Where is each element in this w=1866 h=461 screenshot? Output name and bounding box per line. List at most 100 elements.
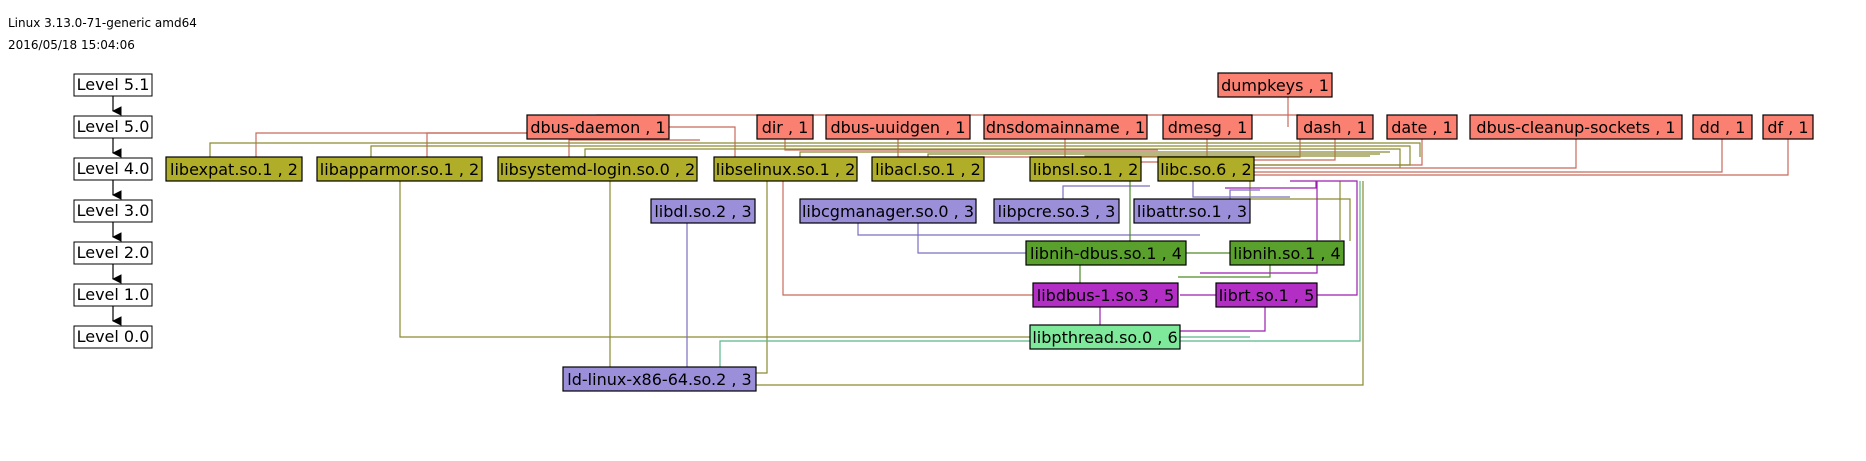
- library-node-ld-linux: ld-linux-x86-64.so.2 , 3: [562, 366, 757, 392]
- dependency-edge: [927, 153, 1380, 157]
- legend-level-label: Level 4.0: [77, 159, 150, 178]
- node-label: libpthread.so.0 , 6: [1032, 328, 1177, 347]
- node-box: [1386, 114, 1458, 140]
- node-box: [562, 366, 757, 392]
- node-box: [165, 156, 303, 182]
- legend-level-label: Level 5.1: [77, 75, 150, 94]
- dependency-edge: [584, 148, 1401, 168]
- node-box: [1762, 114, 1814, 140]
- node-box: [497, 156, 698, 182]
- node-box: [799, 198, 977, 224]
- node-label: dd , 1: [1700, 118, 1746, 137]
- dependency-edge: [568, 139, 700, 157]
- library-node-libdl: libdl.so.2 , 3: [650, 198, 756, 224]
- library-node-dd: dd , 1: [1692, 114, 1753, 140]
- node-box: [1157, 156, 1255, 182]
- dependency-edge: [209, 142, 1421, 157]
- node-box: [526, 114, 670, 140]
- legend-level-box: Level 3.0: [73, 199, 153, 223]
- node-box: [650, 198, 756, 224]
- dependency-edge: [399, 181, 1030, 338]
- library-node-libpthread: libpthread.so.0 , 6: [1029, 324, 1181, 350]
- node-box: [1162, 114, 1253, 140]
- node-box: [983, 114, 1148, 140]
- node-label: dumpkeys , 1: [1221, 76, 1329, 95]
- library-node-libacl: libacl.so.1 , 2: [871, 156, 985, 182]
- dependency-edge: [857, 223, 1200, 236]
- dependency-edge: [756, 181, 1364, 386]
- node-label: libattr.so.1 , 3: [1137, 202, 1247, 221]
- node-box: [1032, 282, 1179, 308]
- dependency-edge: [782, 181, 1033, 296]
- library-node-libselinux: libselinux.so.1 , 2: [713, 156, 858, 182]
- node-label: dir , 1: [762, 118, 809, 137]
- dependency-edges: [209, 97, 1789, 386]
- library-node-libnih: libnih.so.1 , 4: [1229, 240, 1345, 266]
- node-label: libpcre.so.3 , 3: [998, 202, 1116, 221]
- legend-level-box: Level 5.1: [73, 73, 153, 97]
- node-label: libapparmor.so.1 , 2: [320, 160, 479, 179]
- library-node-libsystemd-login: libsystemd-login.so.0 , 2: [497, 156, 698, 182]
- node-box: [993, 198, 1120, 224]
- node-label: dbus-cleanup-sockets , 1: [1476, 118, 1675, 137]
- node-box: [1029, 324, 1181, 350]
- legend-level-box: Level 4.0: [73, 157, 153, 181]
- node-box: [1296, 114, 1374, 140]
- node-label: df , 1: [1767, 118, 1808, 137]
- legend-level-box: Level 5.0: [73, 115, 153, 139]
- dependency-edge: [426, 132, 527, 157]
- library-node-libcgmanager: libcgmanager.so.0 , 3: [799, 198, 977, 224]
- node-box: [1025, 240, 1187, 266]
- node-label: ld-linux-x86-64.so.2 , 3: [567, 370, 751, 389]
- dependency-edge: [1254, 139, 1723, 173]
- node-box: [316, 156, 483, 182]
- legend-level-box: Level 1.0: [73, 283, 153, 307]
- library-node-libdbus: libdbus-1.so.3 , 5: [1032, 282, 1179, 308]
- node-label: libcgmanager.so.0 , 3: [802, 202, 974, 221]
- library-node-dnsdomainname: dnsdomainname , 1: [983, 114, 1148, 140]
- legend-level-label: Level 5.0: [77, 117, 150, 136]
- library-node-date: date , 1: [1386, 114, 1458, 140]
- node-box: [1029, 156, 1142, 182]
- node-label: dmesg , 1: [1168, 118, 1248, 137]
- library-node-df: df , 1: [1762, 114, 1814, 140]
- dependency-edge: [669, 126, 736, 157]
- node-label: libacl.so.1 , 2: [875, 160, 981, 179]
- dependency-edge: [917, 223, 1026, 254]
- node-label: libsystemd-login.so.0 , 2: [500, 160, 695, 179]
- legend-level-label: Level 3.0: [77, 201, 150, 220]
- node-box: [1469, 114, 1683, 140]
- library-node-libc: libc.so.6 , 2: [1157, 156, 1255, 182]
- library-node-dmesg: dmesg , 1: [1162, 114, 1253, 140]
- dependency-edge: [370, 145, 1411, 166]
- node-label: libdl.so.2 , 3: [654, 202, 751, 221]
- library-node-libnsl: libnsl.so.1 , 2: [1029, 156, 1142, 182]
- legend-level-label: Level 2.0: [77, 243, 150, 262]
- dependency-edge: [1229, 189, 1260, 199]
- dependency-edge: [1192, 181, 1290, 198]
- dependency-edge: [1225, 181, 1317, 189]
- node-label: libexpat.so.1 , 2: [170, 160, 298, 179]
- node-label: dash , 1: [1303, 118, 1367, 137]
- library-node-libapparmor: libapparmor.so.1 , 2: [316, 156, 483, 182]
- legend-level-box: Level 2.0: [73, 241, 153, 265]
- node-box: [713, 156, 858, 182]
- library-node-dbus-cleanup-sockets: dbus-cleanup-sockets , 1: [1469, 114, 1683, 140]
- node-label: libc.so.6 , 2: [1160, 160, 1251, 179]
- dependency-edge: [1200, 181, 1318, 274]
- dependency-edge: [1254, 139, 1789, 176]
- node-box: [1229, 240, 1345, 266]
- node-label: dbus-daemon , 1: [530, 118, 665, 137]
- node-label: libdbus-1.so.3 , 5: [1037, 286, 1174, 305]
- node-box: [871, 156, 985, 182]
- node-label: dnsdomainname , 1: [986, 118, 1145, 137]
- node-label: libselinux.so.1 , 2: [716, 160, 856, 179]
- dependency-edge: [563, 181, 611, 380]
- node-box: [1217, 72, 1333, 98]
- library-node-libnih-dbus: libnih-dbus.so.1 , 4: [1025, 240, 1187, 266]
- library-node-libpcre: libpcre.so.3 , 3: [993, 198, 1120, 224]
- system-info: Linux 3.13.0-71-generic amd64: [8, 16, 197, 30]
- legend-level-label: Level 1.0: [77, 285, 150, 304]
